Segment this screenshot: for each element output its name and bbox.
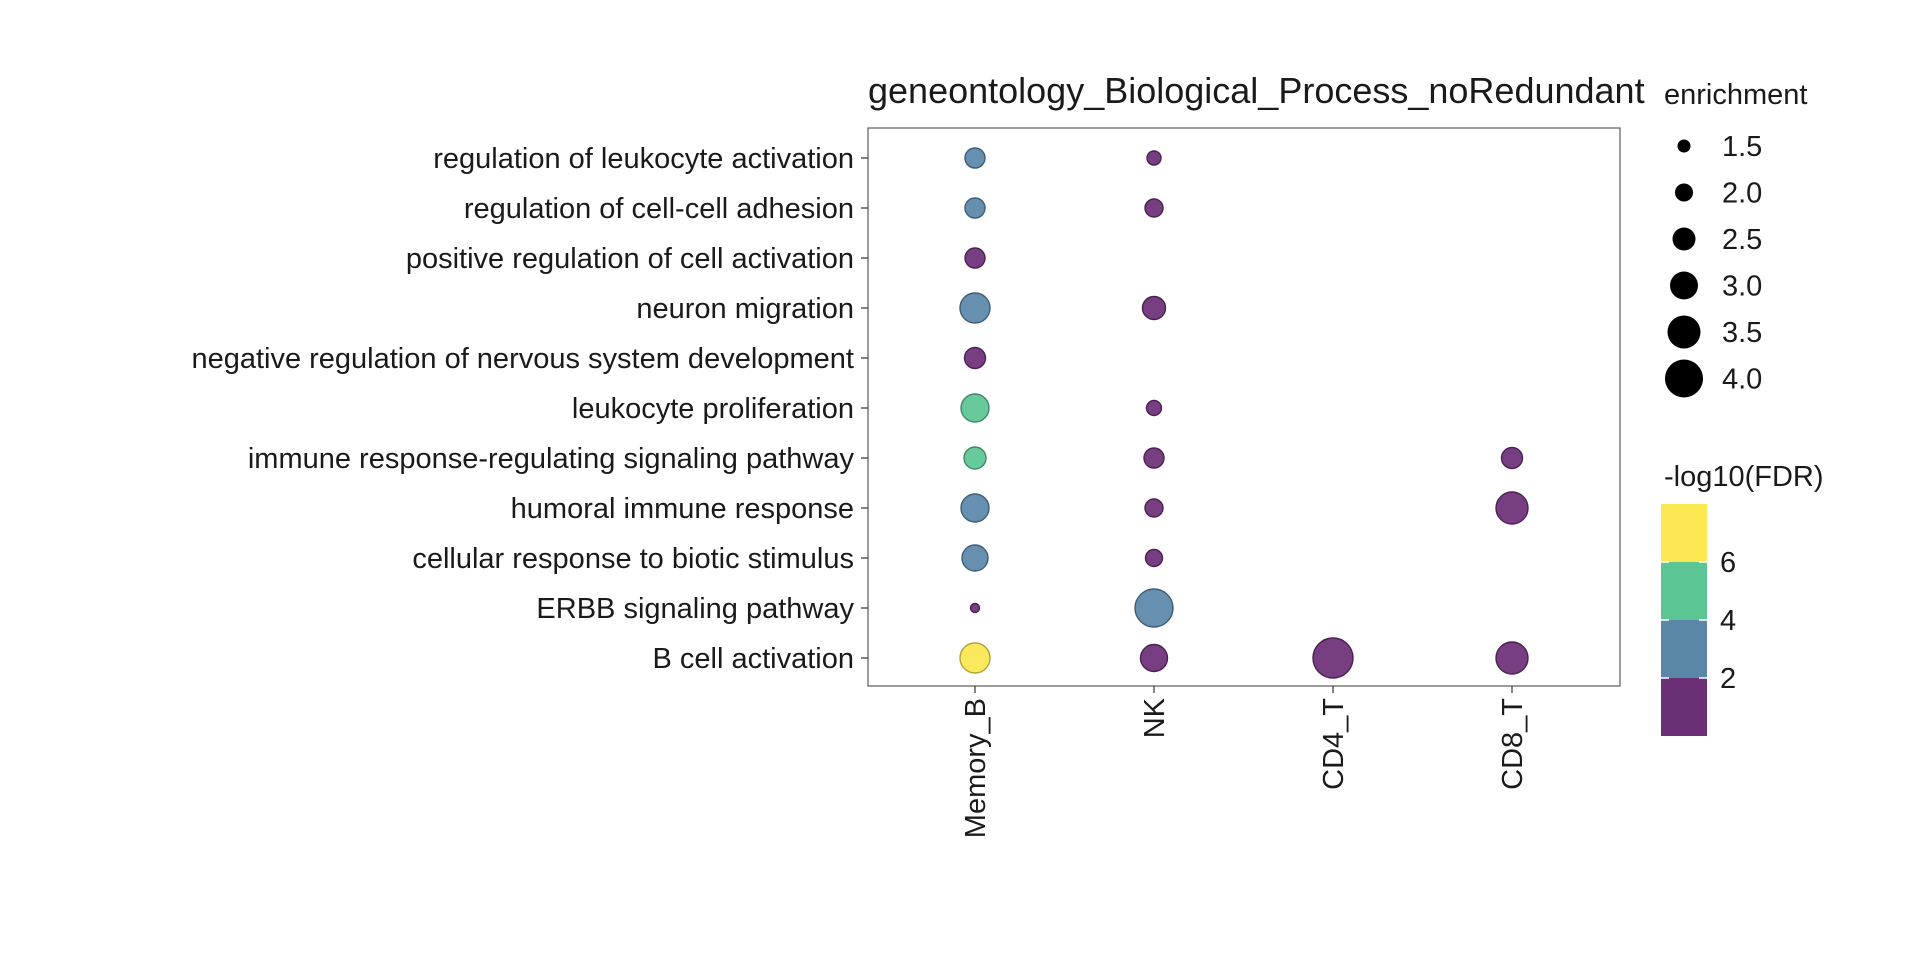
data-point [960, 393, 990, 423]
data-point [1144, 198, 1164, 218]
data-point [960, 493, 990, 523]
color-legend: -log10(FDR) 2 4 6 [1661, 461, 1824, 736]
data-point [1144, 548, 1164, 568]
y-tick-label: ERBB signaling pathway [536, 593, 854, 625]
data-point [1134, 588, 1174, 628]
data-point [1145, 399, 1163, 417]
x-tick-label: Memory_B [960, 698, 992, 838]
data-point [959, 642, 991, 674]
plot-panel-border [867, 127, 1621, 687]
data-point [963, 346, 987, 370]
size-legend-label: 3.5 [1722, 317, 1762, 349]
color-legend-label: 4 [1720, 605, 1736, 637]
data-point [1500, 446, 1524, 470]
size-legend-label: 4.0 [1722, 364, 1762, 396]
x-tick-label: CD4_T [1318, 698, 1350, 790]
y-tick-label: immune response-regulating signaling pat… [248, 443, 855, 475]
color-legend-title: -log10(FDR) [1664, 461, 1824, 493]
x-tick-label: CD8_T [1497, 698, 1529, 790]
size-legend-dot [1670, 271, 1698, 300]
y-tick-label: humoral immune response [511, 493, 854, 525]
size-legend-label: 1.5 [1722, 131, 1762, 163]
data-point [1495, 491, 1529, 525]
y-tick-label: positive regulation of cell activation [406, 243, 854, 275]
data-point [1143, 447, 1165, 469]
size-legend-dot [1667, 315, 1701, 349]
data-point [1495, 641, 1529, 675]
data-point [964, 247, 986, 269]
data-point [964, 197, 986, 219]
color-legend-swatch [1661, 504, 1707, 562]
data-point [969, 602, 981, 614]
size-legend-label: 2.0 [1722, 178, 1762, 210]
color-legend-swatch [1661, 562, 1707, 620]
size-legend-dot [1677, 139, 1691, 153]
data-point [959, 292, 991, 324]
y-tick-label: cellular response to biotic stimulus [412, 543, 854, 575]
y-tick-label: regulation of leukocyte activation [433, 143, 854, 175]
size-legend-title: enrichment [1664, 79, 1807, 111]
color-legend-swatch [1661, 678, 1707, 736]
y-tick-label: neuron migration [636, 293, 854, 325]
data-point [1312, 637, 1354, 679]
data-point [1144, 498, 1164, 518]
size-legend-dot [1672, 227, 1696, 251]
y-tick-label: regulation of cell-cell adhesion [464, 193, 854, 225]
data-point [1146, 150, 1162, 166]
data-point [1139, 643, 1169, 673]
size-legend: enrichment 1.5 2.0 2.5 3.0 3.5 4.0 [1664, 79, 1807, 398]
data-point [964, 147, 986, 169]
size-legend-label: 2.5 [1722, 224, 1762, 256]
size-legend-dot [1675, 183, 1693, 202]
size-legend-label: 3.0 [1722, 271, 1762, 303]
data-point [1141, 295, 1167, 321]
y-tick-label: leukocyte proliferation [572, 393, 854, 425]
data-point [961, 544, 989, 572]
chart-title: geneontology_Biological_Process_noRedund… [868, 70, 1645, 111]
color-legend-label: 6 [1720, 547, 1736, 579]
x-tick-label: NK [1139, 697, 1171, 738]
y-tick-label: B cell activation [653, 643, 855, 675]
y-tick-label: negative regulation of nervous system de… [191, 343, 854, 375]
data-point [963, 446, 987, 470]
size-legend-dot [1665, 359, 1703, 398]
plot-area: B cell activation ERBB signaling pathway c… [191, 127, 1621, 838]
color-legend-swatch [1661, 620, 1707, 678]
color-legend-label: 2 [1720, 663, 1736, 695]
